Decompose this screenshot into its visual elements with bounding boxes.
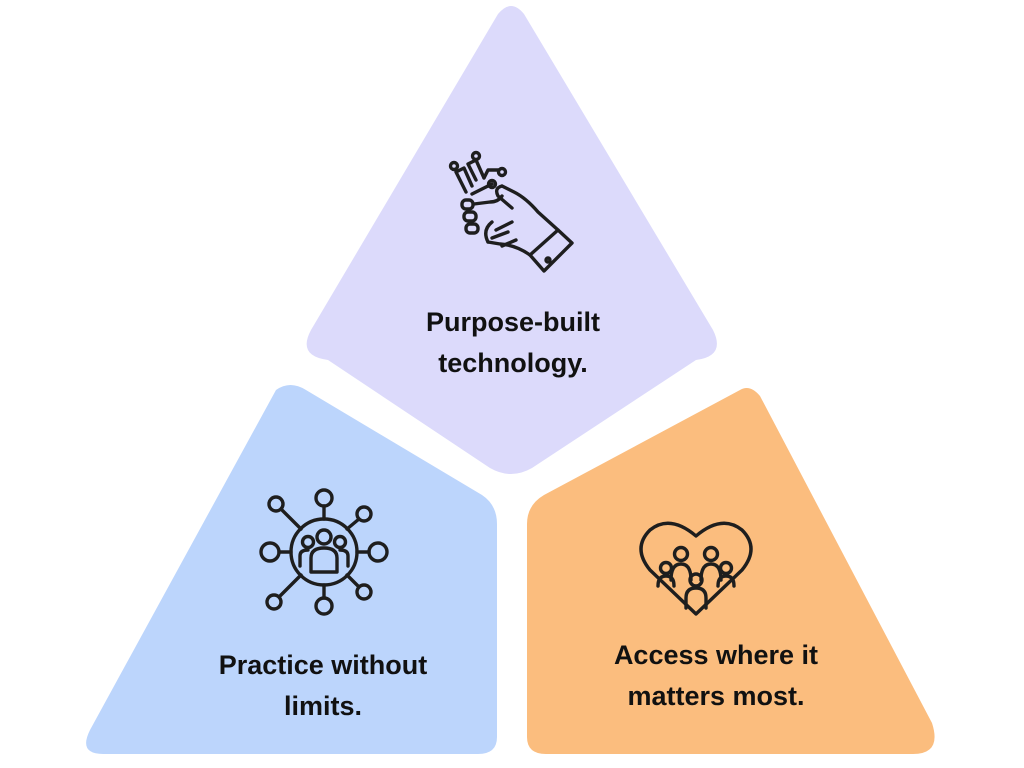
- segment-top-line1: Purpose-built: [426, 307, 600, 337]
- segment-right-line2: matters most.: [627, 681, 805, 711]
- segment-top-label: Purpose-built technology.: [382, 302, 644, 384]
- segment-left-line1: Practice without: [218, 650, 428, 680]
- segment-left-line2: limits.: [283, 691, 363, 721]
- handshake-circuit-icon: [448, 150, 574, 273]
- heart-community-icon: [639, 521, 753, 616]
- segment-right-label: Access where it matters most.: [580, 635, 852, 717]
- segment-left-shape: [86, 385, 498, 754]
- segment-right-line1: Access where it: [613, 640, 819, 670]
- segment-left-label: Practice without limits.: [170, 645, 476, 727]
- segment-top-line2: technology.: [438, 348, 588, 378]
- people-network-icon: [259, 488, 389, 616]
